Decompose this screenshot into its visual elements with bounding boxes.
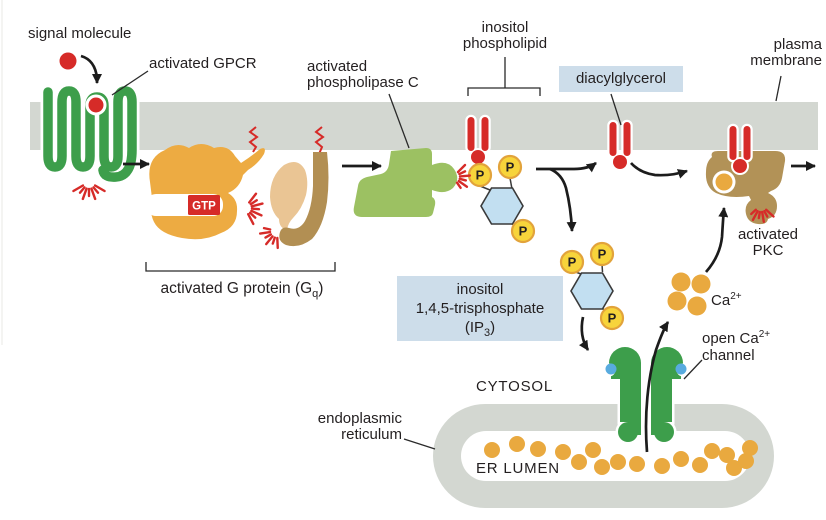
calcium-ions-released xyxy=(667,272,711,316)
flow-arrows xyxy=(80,54,816,453)
g-protein-bracket xyxy=(145,262,336,272)
g-beta-subunit xyxy=(270,161,308,230)
annotation-lines xyxy=(111,57,782,450)
phospholipid-to-ip3-arrow xyxy=(549,167,577,232)
cytosol-label: CYTOSOL xyxy=(476,378,554,395)
phosphate-label: P xyxy=(608,311,617,326)
dag-to-pkc-arrow xyxy=(629,162,688,179)
inositol-ring xyxy=(570,272,614,310)
bound-signal-molecule xyxy=(85,94,107,116)
activated-gpcr-label: activated GPCR xyxy=(149,55,257,72)
phosphate-label: P xyxy=(598,247,607,262)
pip2-head-group: P P P xyxy=(467,154,536,244)
g-alpha-subunit: GTP xyxy=(146,144,265,240)
activation-burst-galpha xyxy=(247,192,264,226)
calcium-channel xyxy=(602,347,690,442)
lipid-anchor-squiggle xyxy=(314,126,325,155)
er-lumen-label: ER LUMEN xyxy=(476,460,560,477)
activation-burst-gpcr xyxy=(72,184,106,201)
calcium-flux-arrow xyxy=(644,321,670,453)
phosphate-label: P xyxy=(506,160,515,175)
ip3-label-box: inositol 1,4,5-trisphosphate (IP3) xyxy=(397,276,563,341)
phospholipid-to-dag-arrow xyxy=(536,161,597,173)
phospholipase-c xyxy=(353,148,458,217)
activation-burst-pkc xyxy=(750,208,775,223)
open-calcium-channel-label: open Ca2+ channel xyxy=(702,329,771,365)
pkc-protein xyxy=(705,151,786,225)
signal-molecule-dot xyxy=(59,52,77,70)
phosphate-label: P xyxy=(568,255,577,270)
calcium-in-pkc xyxy=(715,173,733,191)
calcium-label: Ca2+ xyxy=(711,291,742,309)
signal-molecule-label: signal molecule xyxy=(28,25,132,42)
ip3-binding-site xyxy=(605,363,617,375)
diacylglycerol-label-box: diacylglycerol xyxy=(559,66,683,92)
ip3-molecule: P P P xyxy=(559,241,625,331)
signal-binding-arrow xyxy=(80,54,102,84)
inositol-ring xyxy=(480,187,524,225)
plasma-membrane-band xyxy=(30,102,818,150)
g-gamma-subunit xyxy=(279,152,329,247)
activated-g-protein-label: activated G protein (Gq) xyxy=(160,280,324,301)
phosphate-label: P xyxy=(476,168,485,183)
lipid-anchor-squiggle xyxy=(248,126,259,153)
ip3-to-channel-arrow xyxy=(578,316,590,351)
gtp-label: GTP xyxy=(192,201,216,213)
ip3-binding-site xyxy=(675,363,687,375)
phospholipid-bracket xyxy=(467,57,541,96)
gtp-box xyxy=(188,195,220,215)
gpcr-receptor xyxy=(40,83,140,185)
calcium-to-pkc-arrow xyxy=(704,207,729,273)
activation-burst-gbetagamma xyxy=(258,226,279,250)
activation-burst-plc xyxy=(455,163,472,190)
phosphate-label: P xyxy=(519,224,528,239)
calcium-ions-lumen xyxy=(484,436,758,476)
